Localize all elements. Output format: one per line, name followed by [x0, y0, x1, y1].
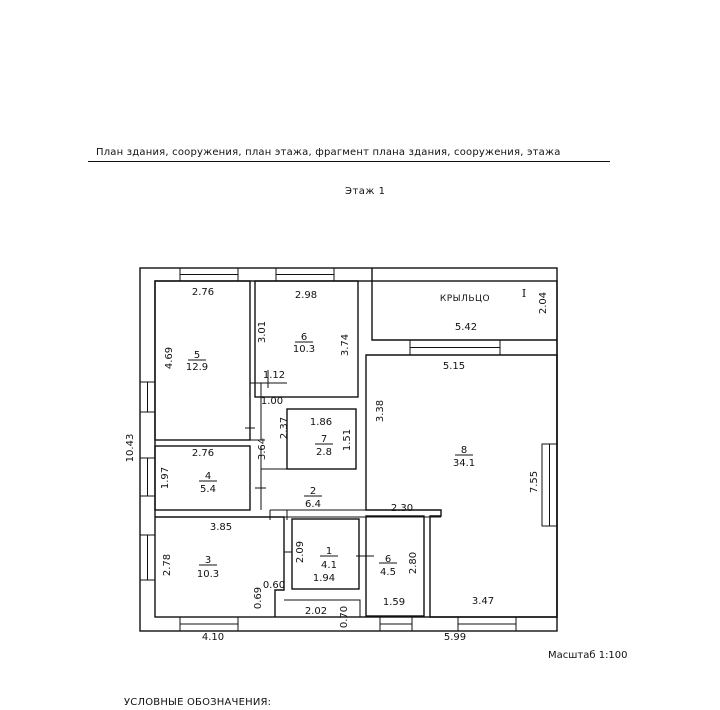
- room-label-3: 3 10.3: [197, 555, 219, 580]
- room-label-6: 6 10.3: [293, 332, 315, 355]
- svg-text:7.55: 7.55: [529, 471, 540, 493]
- porch-marker: I: [522, 287, 526, 300]
- svg-text:1.94: 1.94: [313, 573, 335, 584]
- door-marks: [245, 370, 374, 557]
- dimension-labels-vertical: 3.01 4.69 3.74 2.04 2.37 3.38 1.51 10.43…: [125, 292, 549, 628]
- svg-text:4.5: 4.5: [380, 567, 396, 578]
- room-label-1: 1 4.1: [320, 546, 338, 571]
- svg-text:7: 7: [321, 434, 327, 445]
- svg-text:2: 2: [310, 486, 316, 497]
- svg-text:5: 5: [194, 350, 200, 361]
- svg-text:2.37: 2.37: [279, 417, 290, 439]
- entrance-step: [284, 599, 361, 617]
- svg-text:10.3: 10.3: [293, 344, 315, 355]
- room-label-9: 9 4.5: [379, 552, 397, 578]
- svg-text:8: 8: [461, 445, 467, 456]
- svg-text:2.76: 2.76: [192, 287, 214, 298]
- svg-text:4: 4: [205, 471, 211, 482]
- svg-text:1.86: 1.86: [310, 417, 332, 428]
- svg-text:5.42: 5.42: [455, 322, 477, 333]
- svg-text:2.09: 2.09: [295, 541, 306, 563]
- svg-text:6.4: 6.4: [305, 499, 321, 510]
- room-label-2: 2 6.4: [304, 486, 322, 510]
- svg-text:1.00: 1.00: [261, 396, 283, 407]
- svg-text:4.69: 4.69: [164, 347, 175, 369]
- svg-text:0.69: 0.69: [253, 587, 264, 609]
- svg-text:6: 6: [301, 332, 307, 343]
- svg-text:3.85: 3.85: [210, 522, 232, 533]
- room-label-5: 5 12.9: [186, 350, 208, 373]
- svg-text:10.3: 10.3: [197, 569, 219, 580]
- room-7-outline: [286, 408, 357, 470]
- room-3-outline: [155, 516, 285, 617]
- svg-text:4.1: 4.1: [321, 560, 337, 571]
- porch-label: КРЫЛЬЦО: [440, 294, 490, 304]
- svg-text:2.76: 2.76: [192, 448, 214, 459]
- svg-text:1.97: 1.97: [160, 467, 171, 489]
- corridor-bottom-wall: [270, 509, 441, 518]
- legend-title: УСЛОВНЫЕ ОБОЗНАЧЕНИЯ:: [124, 697, 272, 708]
- svg-text:0.60: 0.60: [263, 580, 285, 591]
- room-9-outline: [365, 515, 425, 617]
- svg-text:3.01: 3.01: [257, 321, 268, 343]
- plan-header-title: План здания, сооружения, план этажа, фра…: [96, 147, 561, 158]
- windows: [139, 267, 558, 632]
- svg-text:1.59: 1.59: [383, 597, 405, 608]
- svg-text:5.15: 5.15: [443, 361, 465, 372]
- svg-text:5.99: 5.99: [444, 632, 466, 643]
- svg-text:10.43: 10.43: [125, 434, 136, 463]
- svg-text:2.78: 2.78: [162, 554, 173, 576]
- svg-text:9: 9: [385, 552, 391, 563]
- svg-text:1.51: 1.51: [342, 429, 353, 451]
- svg-text:4.10: 4.10: [202, 632, 224, 643]
- room-label-7: 7 2.8: [315, 434, 333, 458]
- svg-text:2.8: 2.8: [316, 447, 332, 458]
- room-8-outline: [365, 354, 558, 618]
- room-1-outline: [291, 518, 360, 590]
- svg-text:2.98: 2.98: [295, 290, 317, 301]
- svg-text:34.1: 34.1: [453, 458, 475, 469]
- svg-text:3: 3: [205, 555, 211, 566]
- svg-text:3.47: 3.47: [472, 596, 494, 607]
- room-label-8: 8 34.1: [453, 445, 475, 469]
- svg-text:1: 1: [326, 546, 332, 557]
- svg-text:3.38: 3.38: [375, 400, 386, 422]
- scale-label: Масштаб 1:100: [548, 650, 628, 661]
- header-underline: [88, 161, 610, 162]
- svg-text:3.74: 3.74: [340, 334, 351, 356]
- svg-text:2.80: 2.80: [408, 552, 419, 574]
- svg-text:2.30: 2.30: [391, 503, 413, 514]
- svg-text:0.70: 0.70: [339, 606, 350, 628]
- svg-text:2.04: 2.04: [538, 292, 549, 314]
- svg-text:12.9: 12.9: [186, 362, 208, 373]
- dimension-labels: 2.76 2.98 5.42 5.15 1.12 1.00 1.86 2.76 …: [192, 287, 494, 643]
- svg-text:1.12: 1.12: [263, 370, 285, 381]
- svg-text:5.4: 5.4: [200, 484, 216, 495]
- svg-text:3.64: 3.64: [257, 438, 268, 460]
- floor-label: Этаж 1: [345, 186, 386, 197]
- room-label-4: 4 5.4: [199, 471, 217, 495]
- svg-text:2.02: 2.02: [305, 606, 327, 617]
